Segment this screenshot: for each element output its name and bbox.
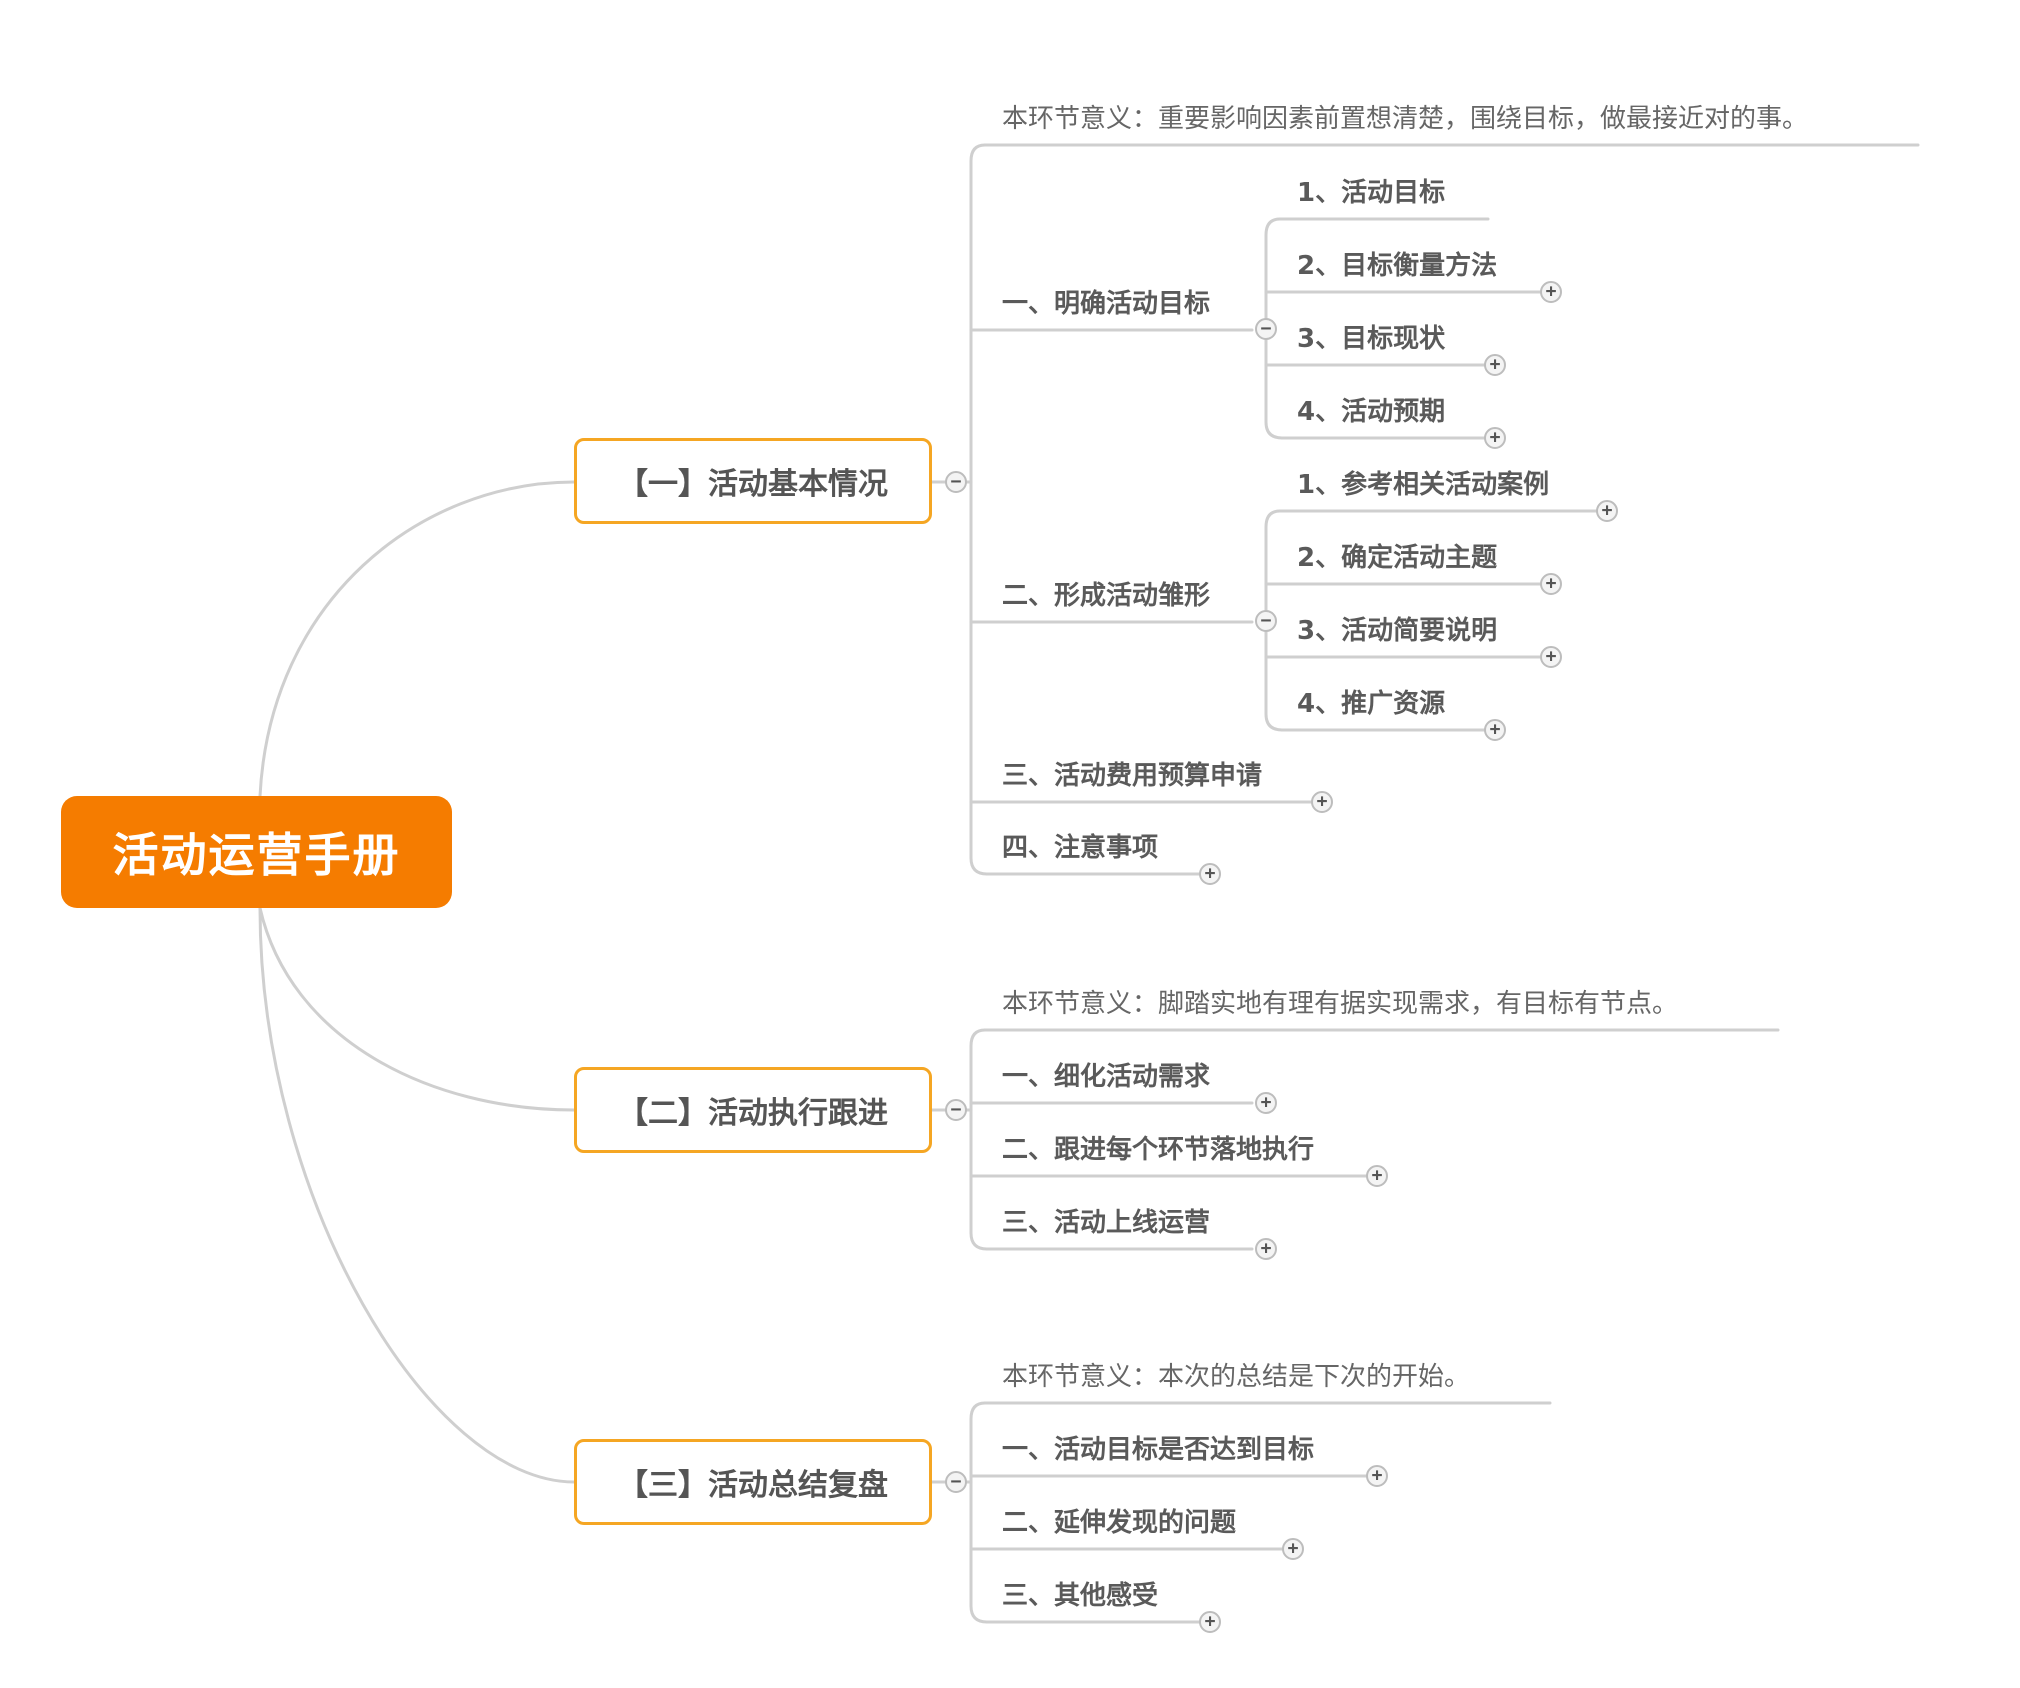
- branch-topic-1[interactable]: 【一】活动基本情况: [574, 438, 932, 524]
- spine-branch-1: [969, 143, 989, 876]
- topic-形成活动雏形[interactable]: 二、形成活动雏形: [1002, 581, 1211, 611]
- root-topic[interactable]: 活动运营手册: [61, 796, 452, 908]
- expand-toggle[interactable]: +: [1366, 1165, 1388, 1187]
- topic-其他感受[interactable]: 三、其他感受: [1002, 1581, 1159, 1611]
- collapse-branch-2-toggle[interactable]: −: [945, 1099, 967, 1121]
- expand-toggle[interactable]: +: [1484, 719, 1506, 741]
- spine-branch-2: [969, 1028, 989, 1251]
- expand-toggle[interactable]: +: [1199, 1611, 1221, 1633]
- topic-注意事项[interactable]: 四、注意事项: [1002, 833, 1159, 863]
- subtopic-1-3[interactable]: 3、目标现状: [1297, 324, 1446, 354]
- expand-toggle[interactable]: +: [1540, 646, 1562, 668]
- subtopic-2-1[interactable]: 1、参考相关活动案例: [1297, 470, 1550, 500]
- subtopic-1-1[interactable]: 1、活动目标: [1297, 178, 1446, 208]
- subtopic-1-4[interactable]: 4、活动预期: [1297, 397, 1446, 427]
- collapse-sub-1-toggle[interactable]: −: [1255, 318, 1277, 340]
- expand-toggle[interactable]: +: [1255, 1238, 1277, 1260]
- expand-toggle[interactable]: +: [1255, 1092, 1277, 1114]
- subtopic-2-3[interactable]: 3、活动简要说明: [1297, 616, 1498, 646]
- connector-root-branch-3: [258, 906, 576, 1484]
- branch-topic-2[interactable]: 【二】活动执行跟进: [574, 1067, 932, 1153]
- topic-活动费用预算申请[interactable]: 三、活动费用预算申请: [1002, 761, 1263, 791]
- expand-toggle[interactable]: +: [1484, 354, 1506, 376]
- expand-toggle[interactable]: +: [1282, 1538, 1304, 1560]
- collapse-branch-3-toggle[interactable]: −: [945, 1471, 967, 1493]
- expand-toggle[interactable]: +: [1199, 863, 1221, 885]
- collapse-sub-2-toggle[interactable]: −: [1255, 610, 1277, 632]
- expand-toggle[interactable]: +: [1366, 1465, 1388, 1487]
- branch-2-note: 本环节意义：脚踏实地有理有据实现需求，有目标有节点。: [1002, 989, 1679, 1019]
- topic-活动目标是否达到目标[interactable]: 一、活动目标是否达到目标: [1002, 1435, 1315, 1465]
- subtopic-2-4[interactable]: 4、推广资源: [1297, 689, 1446, 719]
- connector-root-branch-1: [258, 480, 576, 798]
- subtopic-1-2[interactable]: 2、目标衡量方法: [1297, 251, 1498, 281]
- expand-toggle[interactable]: +: [1311, 791, 1333, 813]
- expand-toggle[interactable]: +: [1540, 573, 1562, 595]
- topic-延伸发现的问题[interactable]: 二、延伸发现的问题: [1002, 1508, 1237, 1538]
- connector-root-branch-2: [258, 906, 576, 1112]
- collapse-branch-1-toggle[interactable]: −: [945, 471, 967, 493]
- branch-3-note: 本环节意义：本次的总结是下次的开始。: [1002, 1362, 1471, 1392]
- expand-toggle[interactable]: +: [1484, 427, 1506, 449]
- topic-跟进每个环节落地执行[interactable]: 二、跟进每个环节落地执行: [1002, 1135, 1315, 1165]
- branch-1-note: 本环节意义：重要影响因素前置想清楚，围绕目标，做最接近对的事。: [1002, 104, 1809, 134]
- expand-toggle[interactable]: +: [1596, 500, 1618, 522]
- subtopic-2-2[interactable]: 2、确定活动主题: [1297, 543, 1498, 573]
- expand-toggle[interactable]: +: [1540, 281, 1562, 303]
- topic-活动上线运营[interactable]: 三、活动上线运营: [1002, 1208, 1211, 1238]
- branch-topic-3[interactable]: 【三】活动总结复盘: [574, 1439, 932, 1525]
- topic-明确活动目标[interactable]: 一、明确活动目标: [1002, 289, 1211, 319]
- topic-细化活动需求[interactable]: 一、细化活动需求: [1002, 1062, 1211, 1092]
- spine-branch-3: [969, 1401, 989, 1624]
